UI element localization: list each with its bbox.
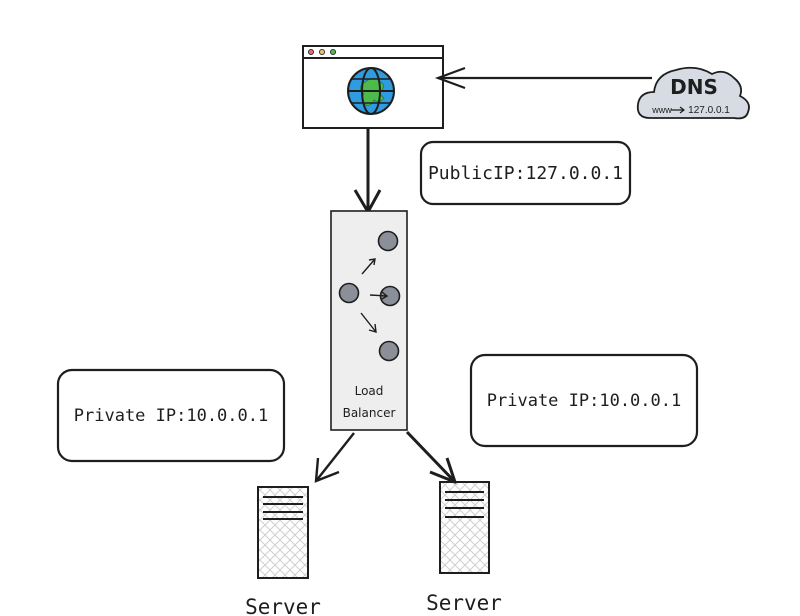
private-ip-box-left — [56, 368, 286, 463]
arrow-dns-to-browser — [434, 66, 652, 90]
arrow-lb-to-server-right — [405, 430, 458, 485]
private-ip-right-label: Private IP:10.0.0.1 — [486, 390, 682, 411]
arrow-lb-to-server-left — [314, 432, 355, 483]
server-left — [257, 486, 309, 579]
dns-mapping-arrow-icon — [671, 106, 685, 114]
window-dot-red — [307, 49, 314, 56]
dns-label: DNS — [670, 75, 718, 99]
lb-target-node-1 — [377, 230, 399, 252]
lb-label-line1: Load — [355, 384, 384, 398]
dns-mapping-from: www — [651, 105, 672, 115]
globe-icon — [347, 67, 395, 115]
lb-source-node — [338, 282, 360, 304]
lb-target-node-3 — [378, 340, 400, 362]
lb-label-line2: Balancer — [343, 406, 396, 420]
server-left-label: Server — [245, 595, 321, 616]
window-dot-green — [329, 49, 336, 56]
arrow-browser-to-lb — [353, 128, 382, 216]
public-ip-label: PublicIP:127.0.0.1 — [427, 162, 624, 184]
window-dot-yellow — [318, 49, 325, 56]
dns-cloud: DNS www 127.0.0.1 — [636, 66, 750, 120]
browser-window — [302, 45, 444, 129]
dns-mapping-to: 127.0.0.1 — [688, 105, 730, 116]
public-ip-box — [419, 140, 632, 206]
lb-arrow-3 — [360, 312, 377, 333]
private-ip-box-right — [469, 353, 699, 448]
server-right-label: Server — [426, 591, 502, 615]
load-balancer: Load Balancer — [330, 210, 408, 431]
private-ip-left-label: Private IP:10.0.0.1 — [73, 405, 269, 426]
server-right — [439, 481, 490, 574]
lb-arrow-1 — [361, 258, 376, 275]
lb-arrow-2 — [369, 291, 389, 300]
